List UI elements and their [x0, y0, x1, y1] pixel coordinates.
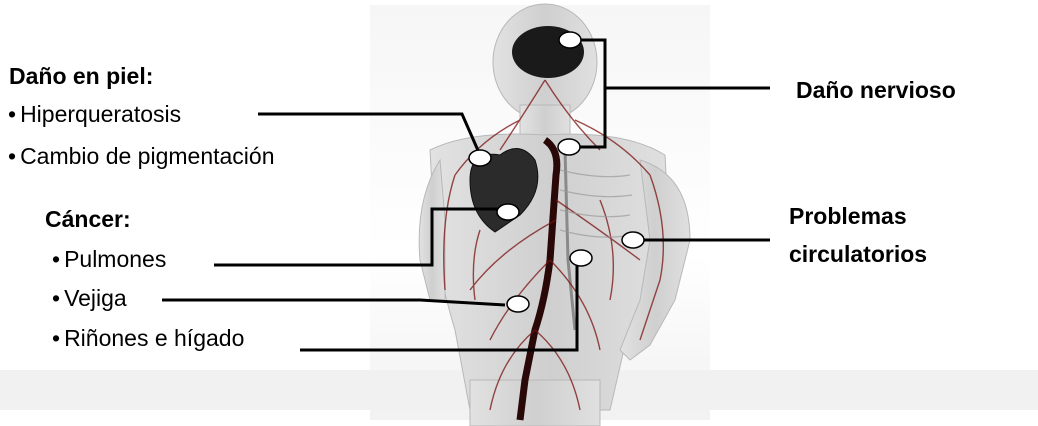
connector-pulmones — [214, 209, 502, 265]
cancer-item-pulmones: Pulmones — [52, 245, 166, 273]
skin-item-hiperqueratosis: Hiperqueratosis — [8, 100, 181, 128]
marker-kidney — [570, 250, 592, 266]
circulatory-label-line1: Problemas — [789, 202, 907, 230]
cancer-item-vejiga: Vejiga — [52, 284, 127, 312]
skin-heading: Daño en piel: — [9, 62, 153, 90]
skin-item-pigmentacion: Cambio de pigmentación — [8, 142, 275, 170]
connector-rinones — [300, 262, 577, 350]
marker-brain — [559, 32, 581, 48]
marker-nerve — [558, 139, 580, 155]
connector-nervioso — [570, 40, 605, 147]
connector-hiperqueratosis — [258, 114, 480, 155]
marker-circulatory — [622, 232, 644, 248]
cancer-heading: Cáncer: — [45, 205, 131, 233]
marker-skin — [469, 150, 491, 166]
connector-vejiga — [162, 300, 505, 305]
cancer-item-rinones: Riñones e hígado — [52, 324, 244, 352]
marker-lungs — [497, 204, 519, 220]
circulatory-label-line2: circulatorios — [789, 240, 927, 268]
nervous-damage-label: Daño nervioso — [796, 76, 956, 104]
marker-bladder — [507, 296, 529, 312]
